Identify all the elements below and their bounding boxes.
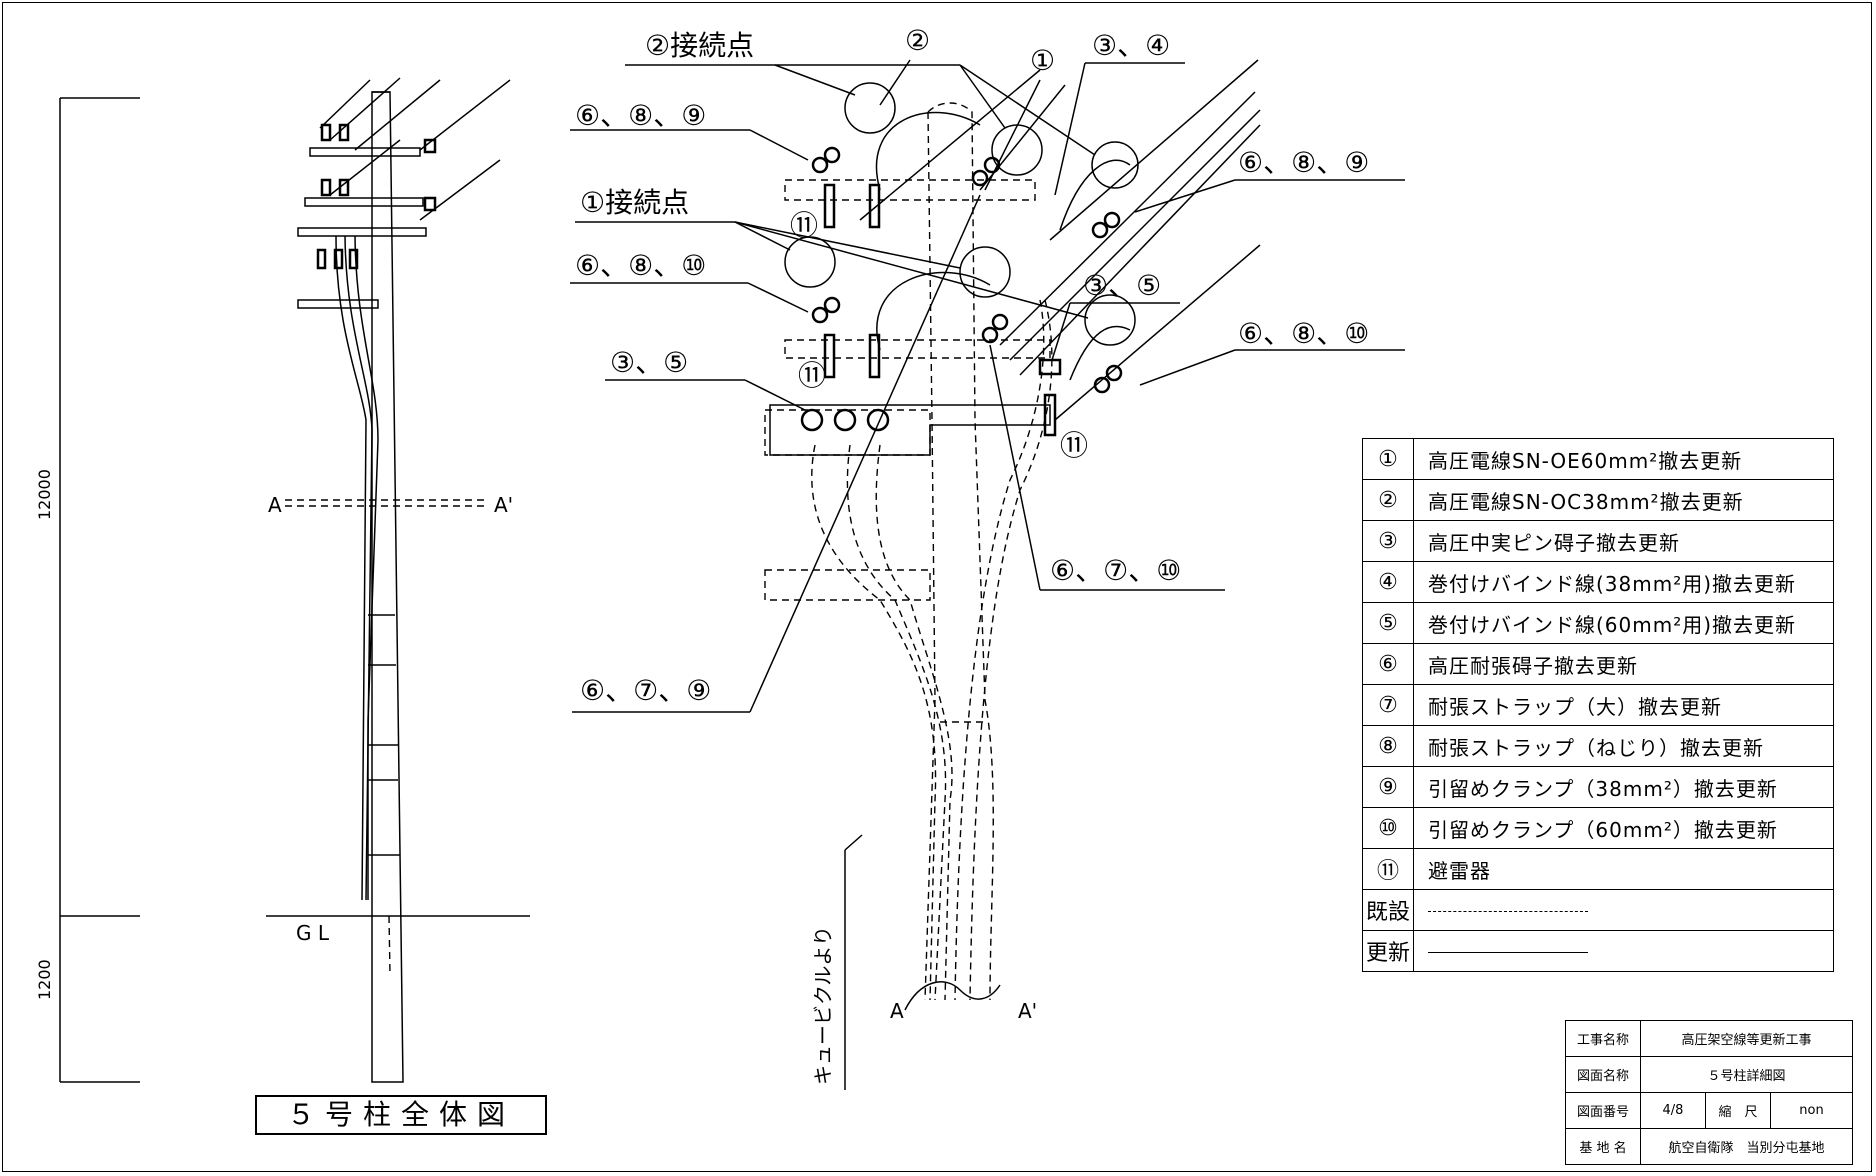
scale-value: non xyxy=(1770,1092,1853,1129)
dimension-upper: 12000 xyxy=(35,469,54,520)
section-a-detail: A xyxy=(890,999,904,1023)
connection-point-1-b xyxy=(959,246,1011,298)
callout-11-a: ⑪ xyxy=(790,209,818,242)
legend-line-sample xyxy=(1413,930,1834,972)
ground-label: G L xyxy=(296,921,330,945)
callout-6-7-10: ⑥、⑦、⑩ xyxy=(1050,554,1181,587)
legend-text: 避雷器 xyxy=(1413,848,1834,890)
legend-line-row: 既設 xyxy=(1362,889,1834,931)
project-value: 高圧架空線等更新工事 xyxy=(1640,1020,1853,1057)
legend-key: ⑦ xyxy=(1362,684,1414,726)
project-label: 工事名称 xyxy=(1565,1020,1641,1057)
drawing-value: ５号柱詳細図 xyxy=(1640,1056,1853,1093)
legend-key: ⑨ xyxy=(1362,766,1414,808)
number-label: 図面番号 xyxy=(1565,1092,1641,1129)
legend-key: ⑪ xyxy=(1362,848,1414,890)
callout-6-8-9-left: ⑥、⑧、⑨ xyxy=(575,99,706,132)
callout-6-8-10-left: ⑥、⑧、⑩ xyxy=(575,249,706,282)
pole-body xyxy=(371,91,404,1083)
dashed-line-sample xyxy=(1428,911,1588,912)
base-value: 航空自衛隊 当別分屯基地 xyxy=(1640,1128,1853,1165)
legend-key: ⑤ xyxy=(1362,602,1414,644)
legend-text: 高圧耐張碍子撤去更新 xyxy=(1413,643,1834,685)
detail-pole-view: A A' キュービクルより xyxy=(764,59,1261,1090)
callout-6-7-9: ⑥、⑦、⑨ xyxy=(580,674,711,707)
legend-line-row: 更新 xyxy=(1362,930,1834,972)
callout-11-b: ⑪ xyxy=(798,359,826,392)
legend-text: 高圧中実ピン碍子撤去更新 xyxy=(1413,520,1834,562)
pole-caption: ５号柱全体図 xyxy=(255,1095,547,1135)
legend-text: 引留めクランプ（60mm²）撤去更新 xyxy=(1413,807,1834,849)
callout-1: ① xyxy=(1030,44,1055,77)
connection-point-1-a xyxy=(784,236,836,288)
legend-text: 巻付けバインド線(38mm²用)撤去更新 xyxy=(1413,561,1834,603)
legend-key: ⑥ xyxy=(1362,643,1414,685)
callout-11-c: ⑪ xyxy=(1060,429,1088,462)
dimension-lower: 1200 xyxy=(35,959,54,1000)
connection-point-2-a xyxy=(844,82,896,134)
drawing-label: 図面名称 xyxy=(1565,1056,1641,1093)
legend-text: 耐張ストラップ（大）撤去更新 xyxy=(1413,684,1834,726)
callout-connection-2: ②接続点 xyxy=(645,29,754,62)
legend-key: ⑧ xyxy=(1362,725,1414,767)
base-label: 基 地 名 xyxy=(1565,1128,1641,1165)
connection-point-2-b xyxy=(991,124,1043,176)
crossarm-lower xyxy=(297,299,379,309)
callouts: ②接続点 ② ① ③、④ ⑥、⑧、⑨ ⑥、⑧、⑨ ①接続点 ⑥、⑧、⑩ ③、⑤ xyxy=(570,24,1405,713)
legend-text: 耐張ストラップ（ねじり）撤去更新 xyxy=(1413,725,1834,767)
callout-6-8-9-right: ⑥、⑧、⑨ xyxy=(1238,146,1369,179)
section-aprime-detail: A' xyxy=(1018,999,1037,1023)
legend-key: ③ xyxy=(1362,520,1414,562)
section-a-left: A xyxy=(268,493,282,517)
callout-6-8-10-right: ⑥、⑧、⑩ xyxy=(1238,317,1369,350)
scale-label: 縮 尺 xyxy=(1705,1092,1771,1129)
callout-2: ② xyxy=(905,24,930,57)
legend-key: ⑩ xyxy=(1362,807,1414,849)
connection-point-1-c xyxy=(1084,294,1136,346)
legend-key: ④ xyxy=(1362,561,1414,603)
legend-key: ① xyxy=(1362,438,1414,480)
legend-text: 引留めクランプ（38mm²）撤去更新 xyxy=(1413,766,1834,808)
legend-text: 高圧電線SN-OC38mm²撤去更新 xyxy=(1413,479,1834,521)
number-value: 4/8 xyxy=(1640,1092,1706,1129)
cubicle-label: キュービクルより xyxy=(811,926,835,1085)
crossarm-upper xyxy=(309,147,421,157)
crossarm-middle xyxy=(297,227,427,237)
callout-3-5-right: ③、⑤ xyxy=(1083,269,1161,302)
solid-line-sample xyxy=(1428,952,1588,953)
legend-line-key: 既設 xyxy=(1362,889,1414,931)
legend-line-key: 更新 xyxy=(1362,930,1414,972)
legend-text: 高圧電線SN-OE60mm²撤去更新 xyxy=(1413,438,1834,480)
title-block: 工事名称 高圧架空線等更新工事 図面名称 ５号柱詳細図 図面番号 4/8 縮 尺… xyxy=(1565,1020,1853,1165)
legend-key: ② xyxy=(1362,479,1414,521)
legend-text: 巻付けバインド線(60mm²用)撤去更新 xyxy=(1413,602,1834,644)
section-aprime-left: A' xyxy=(494,493,513,517)
callout-3-4: ③、④ xyxy=(1092,29,1170,62)
callout-3-5-left: ③、⑤ xyxy=(610,346,688,379)
legend-line-sample xyxy=(1413,889,1834,931)
callout-connection-1: ①接続点 xyxy=(580,186,689,219)
overall-pole-view: 12000 1200 G L xyxy=(35,77,530,1083)
connection-point-2-c xyxy=(1091,141,1139,189)
